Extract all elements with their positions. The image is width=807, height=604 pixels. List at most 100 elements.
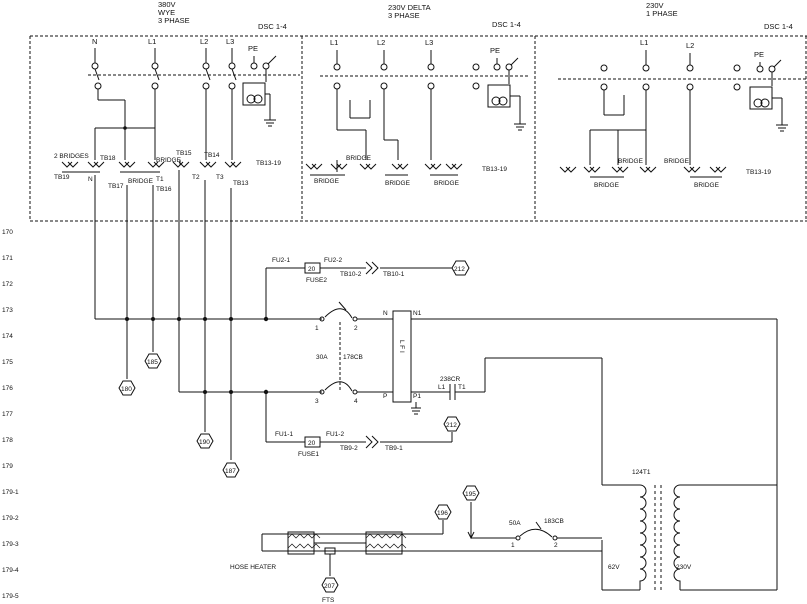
cb-rating: 30A: [316, 354, 328, 361]
bridge-label: BRIDGE: [664, 158, 690, 165]
row-number: 177: [2, 411, 13, 418]
row-number: 179-5: [2, 593, 19, 600]
label-t2: T2: [192, 174, 200, 181]
section2-phase: 3 PHASE: [388, 11, 420, 20]
section3-phase: 1 PHASE: [646, 9, 678, 18]
hose-heater: HOSE HEATER FTS: [230, 520, 602, 604]
label-bridge-b: BRIDGE: [128, 178, 154, 185]
section3-tb: TB13-19: [746, 169, 771, 176]
transformer-62v: 62V: [608, 564, 620, 571]
disconnect-contacts: [333, 50, 435, 90]
section-230v-delta: 230V DELTA 3 PHASE DSC 1-4 L1 L2 L3 PE: [305, 3, 530, 187]
tb9-1-label: TB9-1: [385, 445, 403, 452]
fu2-1-label: FU2-1: [272, 257, 290, 264]
section2-dsc: DSC 1-4: [492, 20, 521, 29]
row-number: 173: [2, 307, 13, 314]
cb2-name: 183CB: [544, 518, 564, 525]
tb10-2-label: TB10-2: [340, 271, 362, 278]
bridge-label: BRIDGE: [314, 178, 340, 185]
label-2-bridges: 2 BRIDGES: [54, 153, 89, 160]
cr-t1: T1: [458, 384, 466, 391]
lfi-n1: N1: [413, 310, 422, 317]
pe-switch: [749, 59, 788, 132]
row-number: 179-4: [2, 567, 19, 574]
label-tb17: TB17: [108, 183, 124, 190]
bridge-label: BRIDGE: [594, 182, 620, 189]
bridge-label: BRIDGE: [618, 158, 644, 165]
disconnect-contacts: [91, 48, 237, 90]
row-number: 175: [2, 359, 13, 366]
section3-voltage: 230V: [646, 1, 664, 10]
tb9-2-label: TB9-2: [340, 445, 358, 452]
section1-dsc: DSC 1-4: [258, 22, 287, 31]
line-label-l3: L3: [425, 38, 433, 47]
transformer-230v: 230V: [676, 564, 692, 571]
label-bridge-a: BRIDGE: [156, 157, 182, 164]
section-380v-wye: 380V WYE 3 PHASE DSC 1-4 N L1 L2 L3 PE: [54, 0, 300, 193]
row-number: 170: [2, 229, 13, 236]
hose-heater-label: HOSE HEATER: [230, 564, 276, 571]
section3-terminals: [559, 166, 727, 178]
fuse1-value: 20: [308, 440, 316, 447]
line-label-l2: L2: [377, 38, 385, 47]
section1-terminals: [61, 161, 242, 173]
bridge-label: BRIDGE: [694, 182, 720, 189]
label-tb18: TB18: [100, 155, 116, 162]
lfi-p1: P1: [413, 393, 421, 400]
hex-tag-label: 187: [225, 468, 236, 475]
hex-tag: 212: [443, 416, 461, 432]
power-input-box: [29, 35, 807, 222]
junction-dots: [125, 316, 269, 395]
pe-switch: [472, 57, 526, 131]
line-label-l1: L1: [330, 38, 338, 47]
hex-tag: 190: [196, 433, 214, 449]
fuse2-label: FUSE2: [306, 277, 327, 284]
hex-tag-label: 180: [121, 386, 132, 393]
section3-wiring: [589, 90, 691, 165]
section2-voltage: 230V DELTA: [388, 3, 431, 12]
cb-name: 178CB: [343, 354, 363, 361]
section3-dsc: DSC 1-4: [764, 22, 793, 31]
section2-tb: TB13-19: [482, 166, 507, 173]
line-label-n: N: [92, 37, 97, 46]
label-tb16: TB16: [156, 186, 172, 193]
hex-tag: 196: [434, 504, 452, 520]
fuse1-label: FUSE1: [298, 451, 319, 458]
hex-tag-label: 196: [437, 510, 448, 517]
vertical-feeders: [94, 170, 232, 460]
row-number: 178: [2, 437, 13, 444]
cb-terminal-1: 1: [315, 325, 319, 332]
cr-l1: L1: [438, 384, 446, 391]
fuse2-branch: FU2-1 20 FU2-2 FUSE2 TB10-2 TB10-1: [265, 257, 452, 319]
row-number: 179-1: [2, 489, 19, 496]
cr-label: 238CR: [440, 376, 461, 383]
hex-tag: 212: [451, 260, 470, 276]
row-number: 174: [2, 333, 13, 340]
hex-tag-label: 212: [446, 422, 457, 429]
breaker-178cb: 1 2 3 4 30A 178CB: [266, 301, 393, 405]
pe-label: PE: [490, 46, 500, 55]
cb-terminal-4: 4: [354, 398, 358, 405]
cb-terminal-2: 2: [354, 325, 358, 332]
contact-238cr: 238CR L1 T1: [438, 357, 603, 485]
fts-label: FTS: [322, 597, 335, 604]
lfi-label: L F I: [398, 340, 405, 353]
label-t3: T3: [216, 174, 224, 181]
hex-tag: 195: [462, 485, 480, 501]
row-number: 176: [2, 385, 13, 392]
hex-tag: 187: [222, 462, 240, 478]
section2-wiring: [336, 89, 432, 172]
label-n: N: [88, 176, 93, 183]
breaker-183cb: 50A 183CB 1 2: [467, 502, 602, 549]
cb2-terminal-1: 1: [511, 542, 515, 549]
bridge-label: BRIDGE: [434, 180, 460, 187]
row-number: 179-3: [2, 541, 19, 548]
hex-tag: 207: [321, 577, 339, 593]
hex-tag-label: 190: [199, 439, 210, 446]
label-tb14: TB14: [204, 152, 220, 159]
pe-label: PE: [754, 50, 764, 59]
fu1-2-label: FU1-2: [326, 431, 344, 438]
row-numbers: 170 171 172 173 174 175 176 177 178 179 …: [2, 229, 19, 600]
section1-voltage: 380V: [158, 0, 176, 9]
